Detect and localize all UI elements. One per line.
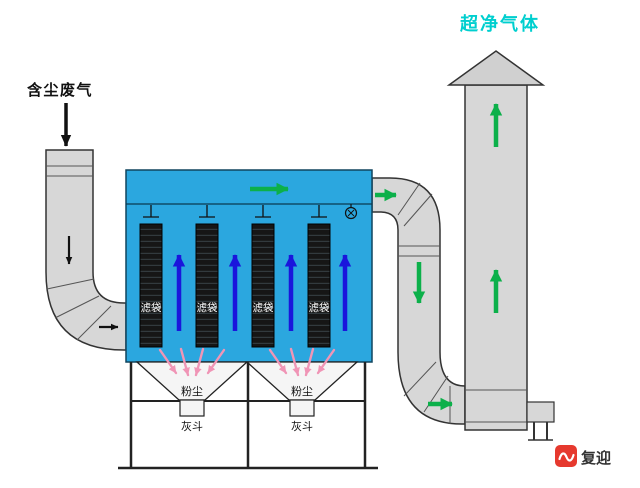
ash-hopper-label-left: 灰斗 — [181, 419, 203, 433]
filter-bag-2 — [195, 223, 219, 348]
filter-bags: 滤袋 滤袋 滤袋 滤袋 — [139, 223, 331, 348]
hopper-section: 粉尘 粉尘 灰斗 灰斗 — [118, 361, 378, 470]
stack-side-outlet-legs — [528, 422, 553, 441]
support-legs — [129, 362, 367, 468]
pink-arrow — [268, 348, 288, 375]
inlet-gas-label: 含尘废气 — [27, 81, 93, 99]
vent-valve-symbol — [344, 204, 358, 220]
clean-gas-flow-arrows — [250, 103, 503, 411]
pink-arrow — [179, 347, 190, 377]
stack-rain-cap — [446, 50, 546, 86]
pink-arrow — [289, 347, 300, 377]
filter-bag-4 — [307, 223, 331, 348]
inlet-duct — [45, 149, 127, 351]
filter-bag-label-1: 滤袋 — [141, 301, 162, 314]
watermark-text: 复迎 — [580, 449, 611, 467]
filter-bag-3 — [251, 223, 275, 348]
pink-arrow — [158, 348, 178, 375]
ash-hopper-label-right: 灰斗 — [291, 419, 313, 433]
hopper-right-discharge — [289, 399, 315, 417]
clean-gas-label: 超净气体 — [460, 13, 540, 35]
hopper-left-discharge — [179, 399, 205, 417]
watermark: 复迎 — [555, 445, 611, 467]
filtered-gas-up-arrows — [172, 254, 352, 331]
dust-label-left: 粉尘 — [181, 385, 203, 398]
filter-bag-label-3: 滤袋 — [253, 301, 274, 314]
bag-hangers — [143, 205, 327, 218]
pink-arrow — [316, 348, 336, 375]
filter-bag-label-2: 滤袋 — [197, 301, 218, 314]
housing-body — [125, 169, 373, 363]
inlet-flow-arrows — [60, 103, 119, 331]
filter-bag-1 — [139, 223, 163, 348]
filter-housing: 滤袋 滤袋 滤袋 滤袋 — [125, 169, 373, 363]
inlet-duct-flange-lines — [46, 165, 112, 341]
watermark-logo-glyph — [558, 452, 575, 462]
dust-fall-arrows — [158, 347, 336, 377]
pink-arrow — [304, 347, 315, 377]
exhaust-stack — [446, 50, 555, 441]
inlet-duct-body — [45, 149, 127, 351]
pink-arrow — [194, 347, 205, 377]
stack-flange-lines — [465, 389, 527, 423]
stack-side-outlet — [526, 401, 555, 423]
pink-arrow — [206, 348, 226, 375]
dust-label-right: 粉尘 — [291, 385, 313, 398]
filter-bag-label-4: 滤袋 — [309, 301, 330, 314]
